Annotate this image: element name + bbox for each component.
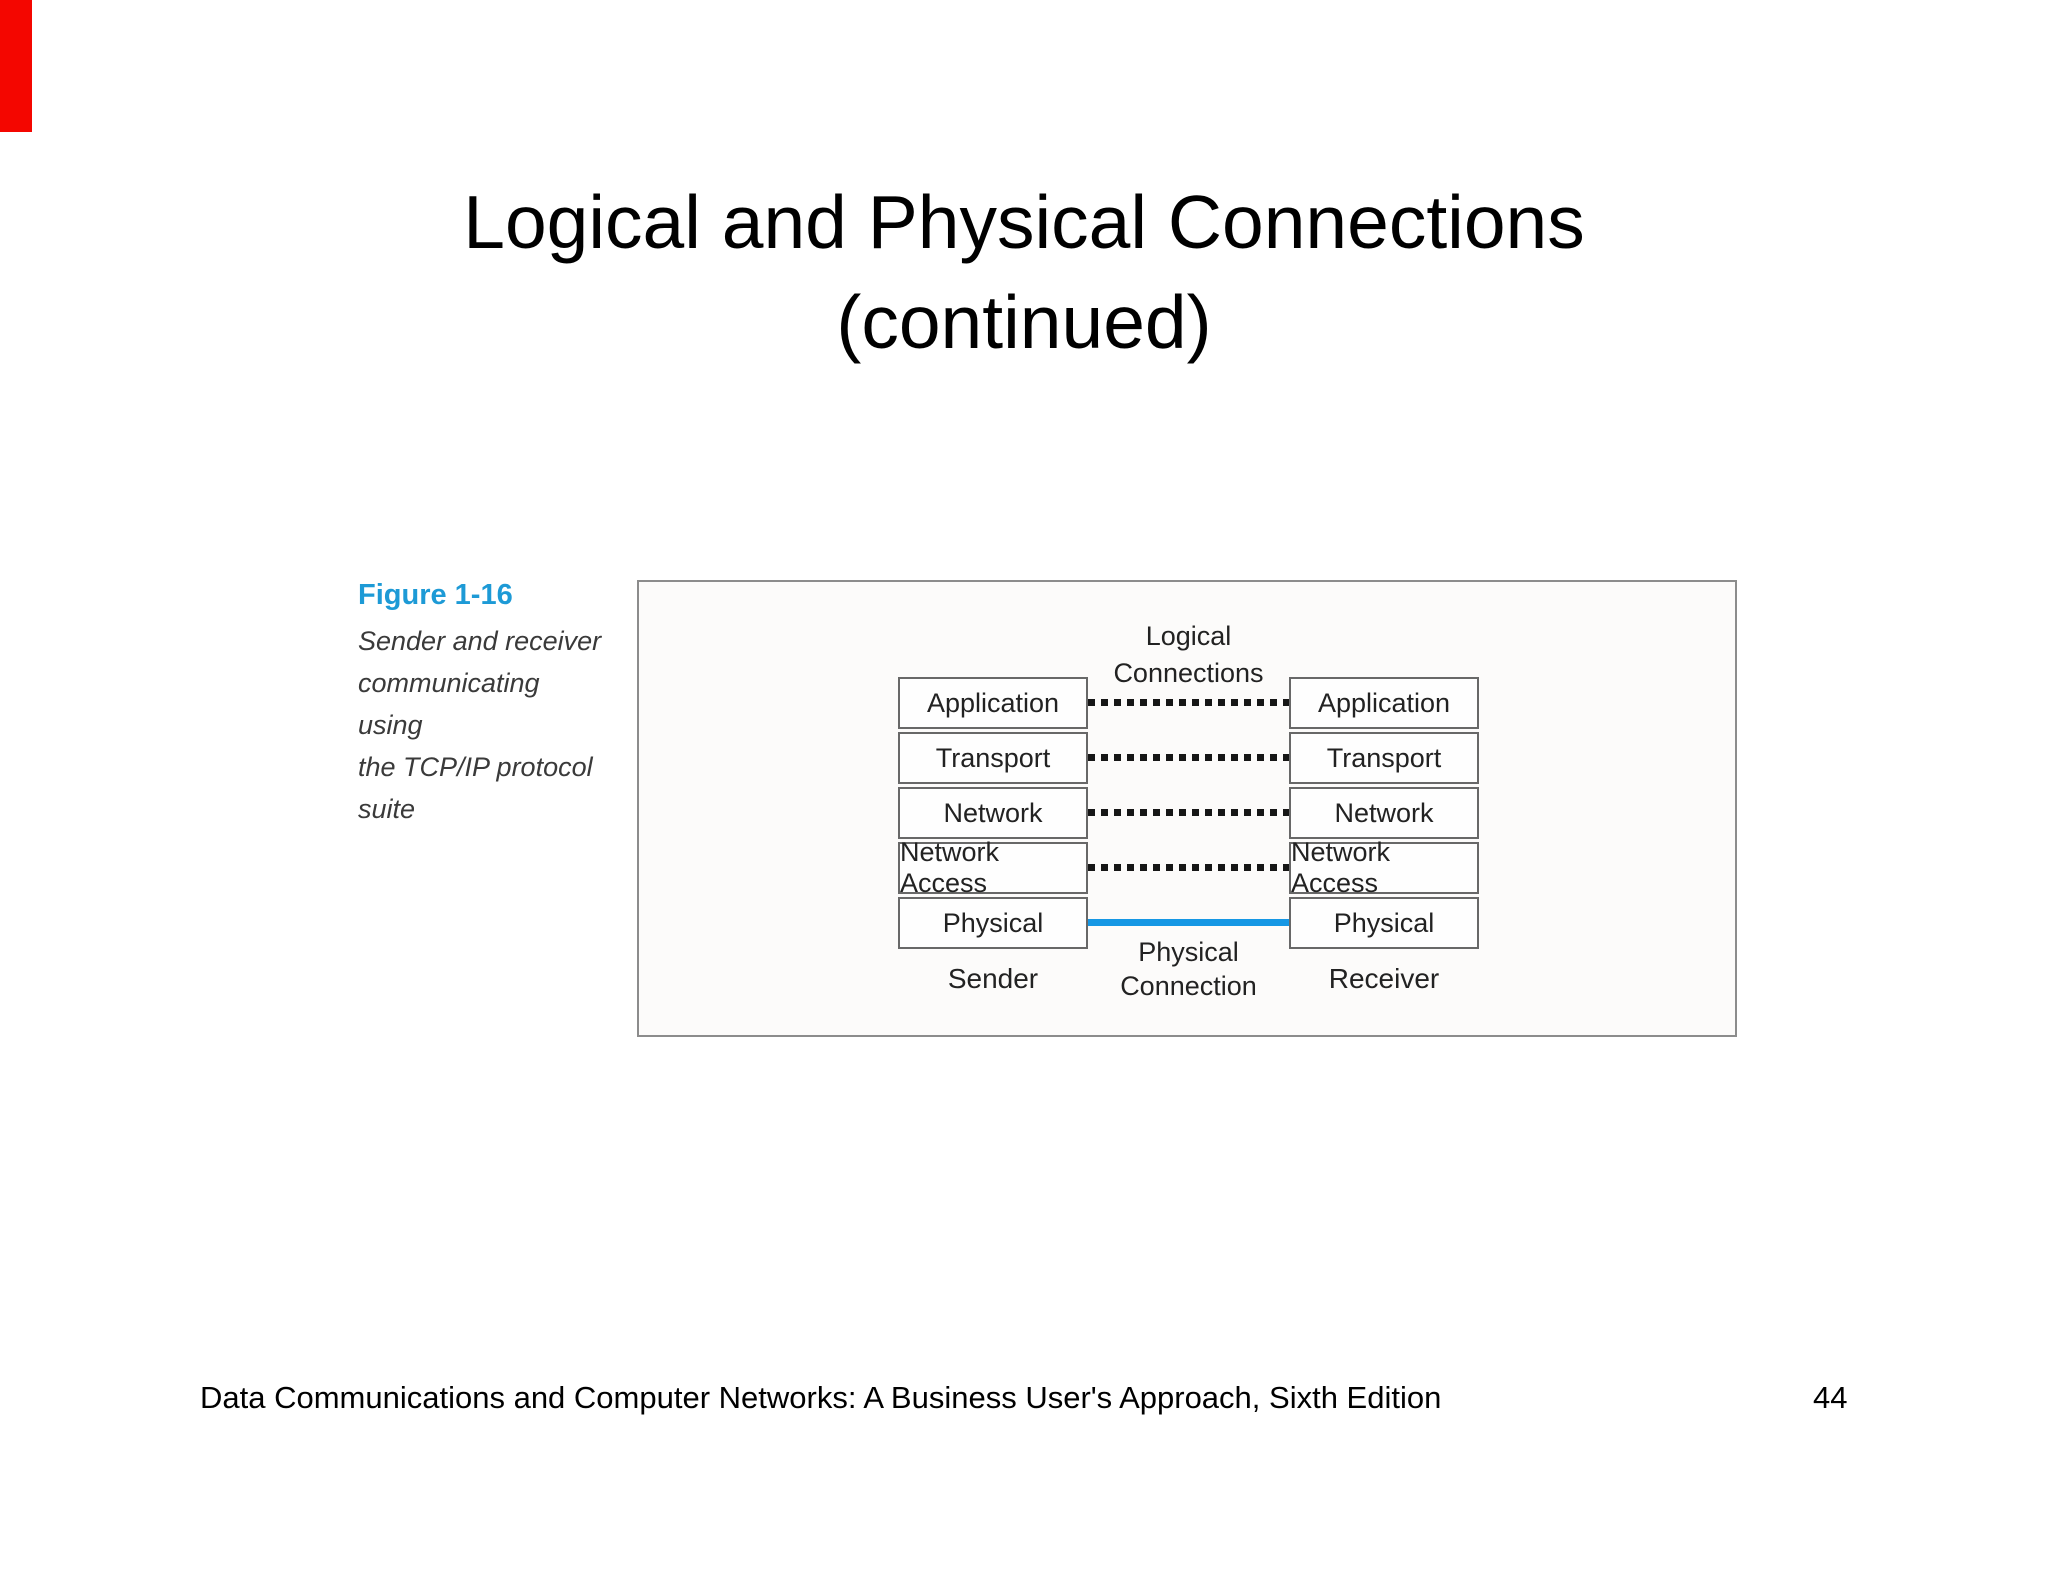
red-marker-bar [0, 0, 32, 132]
receiver-label: Receiver [1328, 963, 1440, 994]
figure-caption-line: suite [358, 794, 416, 824]
sender-protocol-stack: Application Transport Network Network Ac… [898, 677, 1088, 952]
physical-connection-label: Physical Connection [1088, 935, 1289, 1003]
physical-connection-label-line1: Physical [1138, 937, 1239, 967]
sender-layer-network: Network [898, 787, 1088, 839]
receiver-layer-application: Application [1289, 677, 1479, 729]
figure-caption: Figure 1-16 Sender and receiver communic… [358, 578, 608, 830]
receiver-layer-physical: Physical [1289, 897, 1479, 949]
logical-connection-line-transport [1088, 754, 1289, 761]
receiver-layer-network: Network [1289, 787, 1479, 839]
footer-citation: Data Communications and Computer Network… [200, 1380, 1442, 1415]
sender-layer-transport: Transport [898, 732, 1088, 784]
slide-title-line2: (continued) [836, 280, 1212, 364]
slide-title-line1: Logical and Physical Connections [463, 180, 1585, 264]
sender-layer-network-access: Network Access [898, 837, 1088, 898]
page-number: 44 [1813, 1380, 1848, 1415]
logical-connection-line-network [1088, 809, 1289, 816]
figure-caption-line: communicating using [358, 668, 540, 740]
slide-title: Logical and Physical Connections (contin… [0, 172, 2048, 372]
logical-connections-label-line1: Logical [1145, 621, 1232, 651]
receiver-protocol-stack: Application Transport Network Network Ac… [1289, 677, 1479, 952]
receiver-layer-network-access: Network Access [1289, 837, 1479, 898]
logical-connection-line-application [1088, 699, 1289, 706]
physical-connection-label-line2: Connection [1120, 971, 1257, 1001]
figure-caption-line: Sender and receiver [358, 626, 602, 656]
logical-connection-line-network-access [1088, 864, 1289, 871]
logical-connections-label-line2: Connections [1113, 658, 1264, 688]
receiver-layer-transport: Transport [1289, 732, 1479, 784]
figure-diagram-frame: Logical Connections Application Transpor… [637, 580, 1737, 1037]
sender-label: Sender [947, 963, 1039, 994]
physical-connection-line [1088, 919, 1289, 926]
logical-connections-label: Logical Connections [1088, 618, 1289, 692]
figure-caption-line: the TCP/IP protocol [358, 752, 593, 782]
figure-label: Figure 1-16 [358, 579, 513, 611]
sender-layer-physical: Physical [898, 897, 1088, 949]
sender-layer-application: Application [898, 677, 1088, 729]
